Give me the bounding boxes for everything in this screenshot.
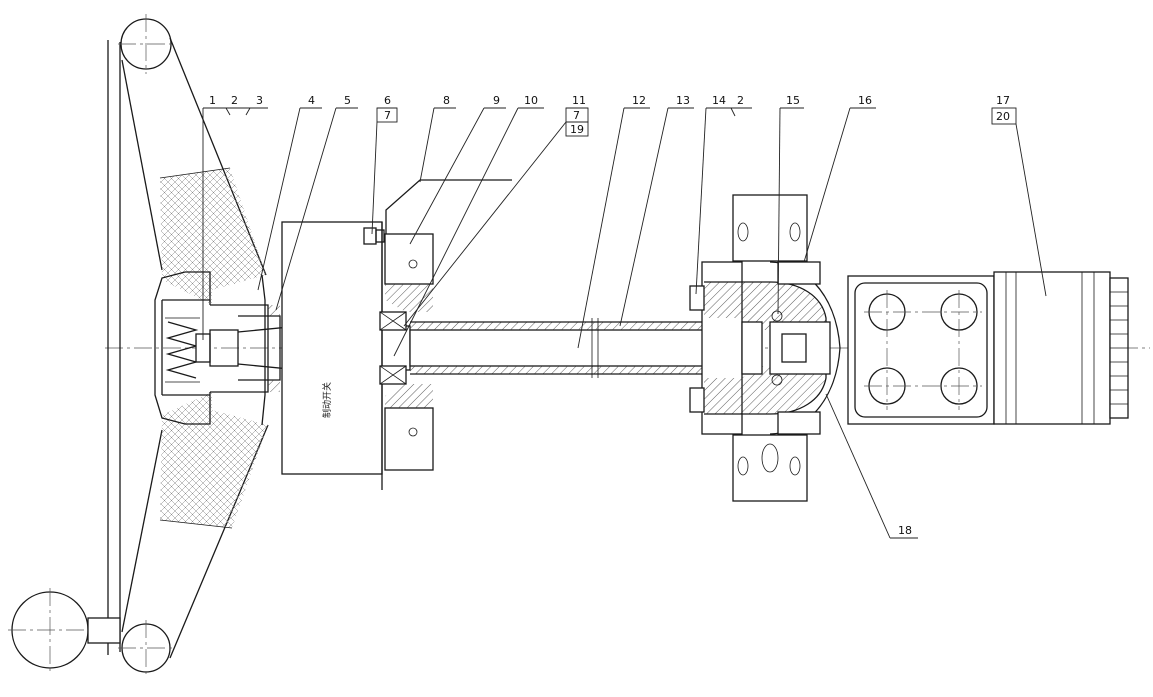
callout-8: 8 [443,94,450,107]
callout-4: 4 [308,94,315,107]
switch-plate [281,221,383,475]
steering-gear-flange [689,194,841,502]
callout-17: 17 [996,94,1010,107]
callout-6: 6 [384,94,391,107]
flange-bolt-top [689,285,705,311]
bracket-note: 制动开关 [321,382,333,418]
callout-2: 2 [231,94,238,107]
callouts: 1 2 3 4 5 6 7 8 9 10 11 [202,94,1047,539]
valve-block-top [777,261,821,285]
valve-block-bottom [777,411,821,435]
motor-housing [993,271,1111,425]
callout-14-sub: 2 [737,94,744,107]
callout-11-sub-a: 7 [573,109,580,122]
callout-1: 1 [209,94,216,107]
callout-6-sub: 7 [384,109,391,122]
brake-switch-bracket: 制动开关 [281,179,512,490]
callout-13: 13 [676,94,690,107]
bracket-bolt [363,227,377,245]
callout-16: 16 [858,94,872,107]
spring [165,321,199,379]
callout-12: 12 [632,94,646,107]
coupling [769,321,831,375]
callout-11-sub-b: 19 [570,123,584,136]
hub-cap-assembly [154,271,281,425]
callout-5: 5 [344,94,351,107]
callout-9: 9 [493,94,500,107]
callout-10: 10 [524,94,538,107]
callout-14: 14 [712,94,726,107]
callout-17-sub: 20 [996,110,1010,123]
callout-18: 18 [898,524,912,537]
callout-11: 11 [572,94,586,107]
steering-wheel [8,14,269,676]
port-4 [940,367,978,405]
steering-control-unit [847,271,1129,425]
flange-bolt-bottom [689,387,705,413]
callout-3: 3 [256,94,263,107]
callout-15: 15 [786,94,800,107]
